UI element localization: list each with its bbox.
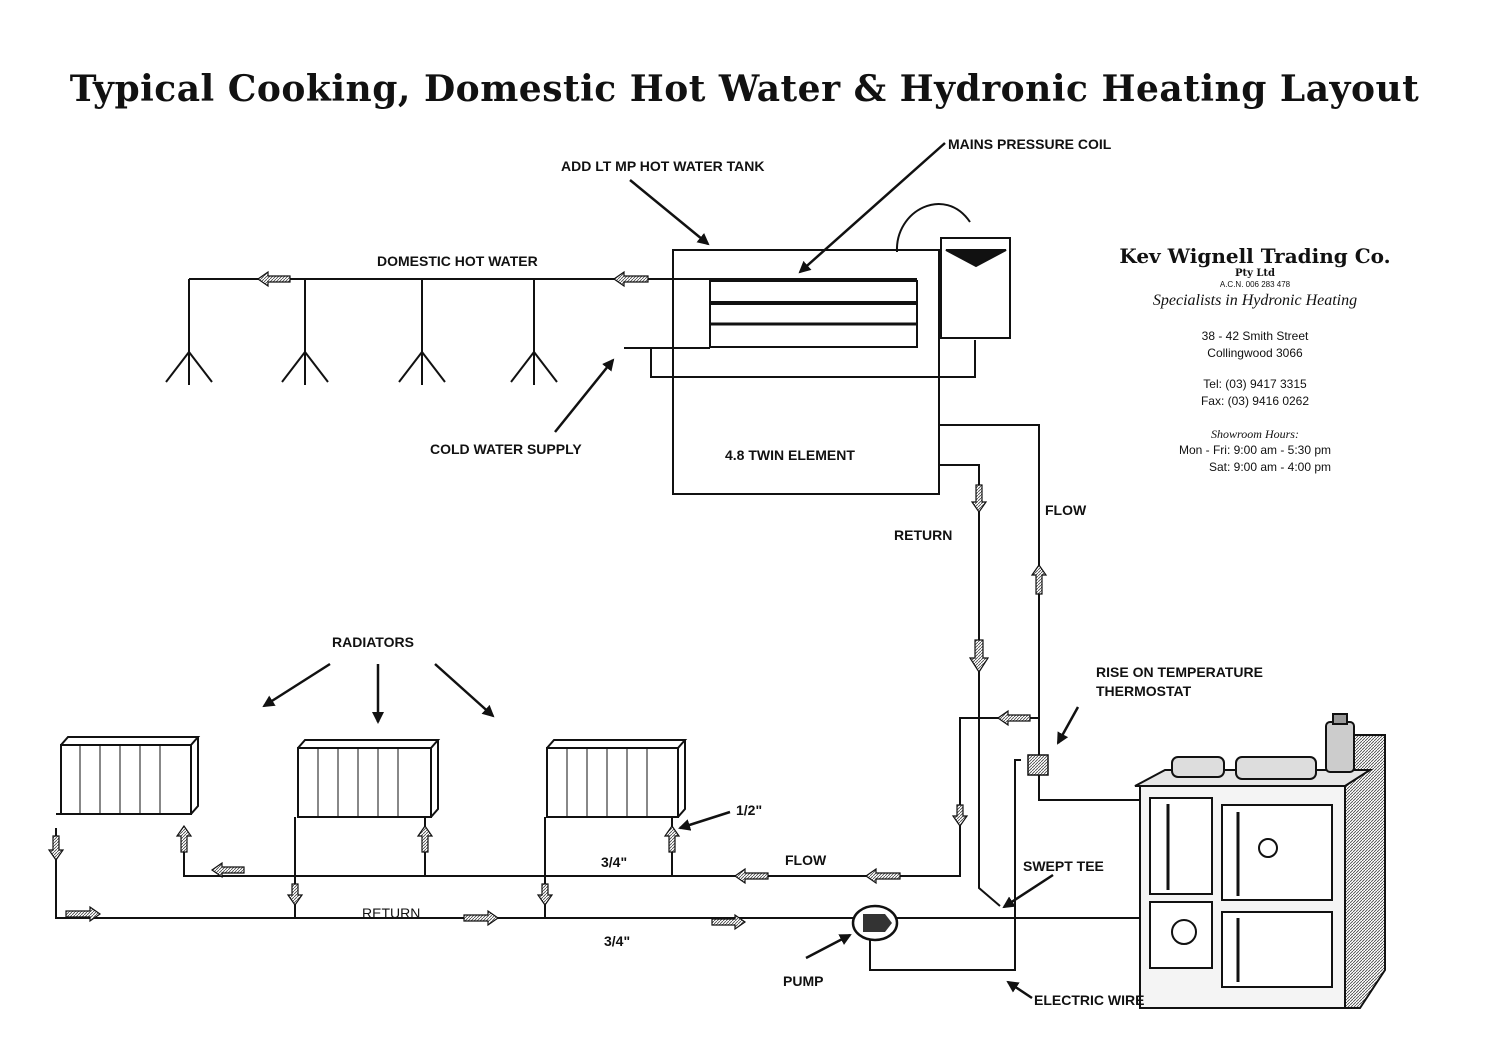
tap-outlet-3 (398, 351, 446, 385)
label-flow-lower: FLOW (785, 852, 827, 868)
flow-arrow (663, 824, 681, 853)
flow-arrow (416, 824, 434, 853)
flow-arrow (951, 804, 969, 828)
label-twin-element: 4.8 TWIN ELEMENT (725, 447, 855, 463)
label-mains-pressure-coil: MAINS PRESSURE COIL (948, 136, 1112, 152)
flow-pipe-from-stove (939, 424, 1140, 801)
showroom-hours-title: Showroom Hours: (1211, 427, 1299, 441)
label-flow-upper: FLOW (1045, 502, 1087, 518)
company-fax: Fax: (03) 9416 0262 (1200, 394, 1310, 408)
flow-arrow (463, 909, 500, 927)
callout-arrow (1002, 873, 1054, 909)
tap-outlet-4 (510, 351, 558, 385)
company-address-line1: 38 - 42 Smith Street (1201, 329, 1309, 343)
label-radiators: RADIATORS (332, 634, 414, 650)
return-pipe-to-tank (939, 464, 1001, 907)
radiator-2 (297, 739, 441, 818)
label-three-quarter-return: 3/4" (604, 933, 630, 949)
expansion-tank (940, 237, 1011, 339)
company-address-line2: Collingwood 3066 (1207, 346, 1303, 360)
company-pty: Pty Ltd (1234, 268, 1276, 279)
flow-arrow (65, 905, 102, 923)
callout-arrow (805, 933, 852, 960)
callout-arrow (678, 810, 731, 831)
label-half-inch: 1/2" (736, 802, 762, 818)
label-swept-tee: SWEPT TEE (1023, 858, 1104, 874)
flow-arrow (536, 883, 554, 907)
label-cold-water-supply: COLD WATER SUPPLY (430, 441, 582, 457)
flow-arrow (612, 270, 649, 288)
callout-arrow (1056, 706, 1080, 745)
showroom-hours-weekday: Mon - Fri: 9:00 am - 5:30 pm (1178, 443, 1332, 457)
company-info: Kev Wignell Trading Co. Pty Ltd A.C.N. 0… (1105, 244, 1405, 476)
label-thermostat-line2: THERMOSTAT (1096, 683, 1192, 699)
callout-arrow (554, 358, 615, 433)
tap-outlet-2 (281, 351, 329, 385)
radiator-1 (56, 736, 201, 815)
flow-arrow (1030, 563, 1048, 595)
company-specialty: Specialists in Hydronic Heating (1152, 292, 1358, 309)
flow-arrow (996, 709, 1031, 727)
label-three-quarter-flow: 3/4" (601, 854, 627, 870)
hot-water-tank (672, 249, 940, 495)
flow-arrow (970, 484, 988, 514)
label-pump: PUMP (783, 973, 823, 989)
mains-pressure-coil (624, 280, 918, 349)
label-thermostat-line1: RISE ON TEMPERATURE (1096, 664, 1263, 680)
radiator-3 (546, 739, 688, 818)
wood-stove (1134, 713, 1386, 1009)
label-return-lower: RETURN (362, 905, 420, 921)
flow-arrow (286, 883, 304, 907)
callout-arrow (262, 662, 331, 708)
callout-arrow (629, 179, 710, 246)
tap-outlet-1 (165, 351, 213, 385)
flow-arrow (256, 270, 291, 288)
pump (851, 904, 899, 942)
page-title: Typical Cooking, Domestic Hot Water & Hy… (69, 68, 1420, 110)
flow-arrow (175, 824, 193, 853)
flow-arrow (968, 639, 990, 674)
flow-arrow (733, 867, 769, 885)
company-name: Kev Wignell Trading Co. (1119, 244, 1391, 268)
label-electric-wire: ELECTRIC WIRE (1034, 992, 1144, 1008)
flow-arrow (47, 835, 65, 862)
label-return-upper: RETURN (894, 527, 952, 543)
flow-arrow (864, 867, 901, 885)
flow-arrow (210, 861, 245, 879)
callout-arrow (798, 142, 946, 274)
callout-arrow (434, 663, 495, 718)
label-domestic-hot-water: DOMESTIC HOT WATER (377, 253, 538, 269)
thermostat (1027, 754, 1049, 776)
company-acn: A.C.N. 006 283 478 (1219, 280, 1291, 289)
label-hot-water-tank: ADD LT MP HOT WATER TANK (561, 158, 765, 174)
flow-arrow (711, 913, 747, 931)
callout-arrow (1006, 980, 1033, 1000)
electric-wire (869, 759, 1021, 971)
showroom-hours-saturday: Sat: 9:00 am - 4:00 pm (1208, 460, 1332, 474)
company-tel: Tel: (03) 9417 3315 (1203, 377, 1307, 391)
